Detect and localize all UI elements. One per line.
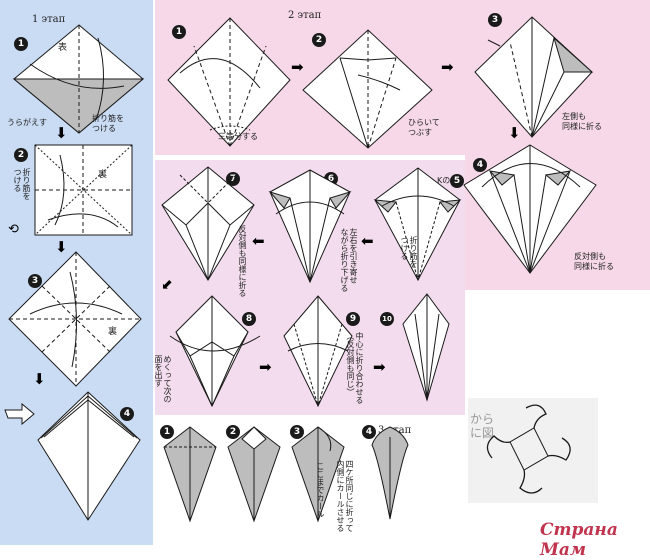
stage3-step1-diagram xyxy=(163,426,217,523)
stage1-back-label: 裏 xyxy=(98,170,108,180)
stage2-center-fold-label: 中心に折り合わせる （反対側も同じ） xyxy=(346,332,364,404)
stage2-step-number: 10 xyxy=(380,312,394,326)
stage2-step7-diagram xyxy=(161,166,255,281)
stage2-step6-diagram xyxy=(268,169,352,284)
arrow-down-icon: ⬇ xyxy=(55,125,68,142)
stage3-step4-diagram xyxy=(371,426,409,520)
stage2-left-same-label: 左側も 同様に折る xyxy=(562,112,602,131)
stage2-step5-diagram xyxy=(373,167,462,282)
stage3-step-number: 1 xyxy=(160,425,174,439)
stage1-step2-diagram xyxy=(34,144,133,236)
preview-caption: から に図 xyxy=(470,412,495,440)
stage2-open-squash-label: ひらいて つぶす xyxy=(408,118,440,137)
stage3-step-number: 2 xyxy=(226,425,240,439)
stage3-step-number: 3 xyxy=(290,425,304,439)
stage1-back-label-2: 裏 xyxy=(108,327,118,337)
stage2-step-number: 1 xyxy=(172,25,186,39)
stage2-step-number: 8 xyxy=(242,312,256,326)
arrow-right-icon: ➡ xyxy=(373,359,386,376)
stage2-step-number: 7 xyxy=(226,172,240,186)
stage2-step-number: 4 xyxy=(473,158,487,172)
rotate-icon: ⟲ xyxy=(8,221,19,236)
stage2-opposite-fold-label: 反対側も同様に折る xyxy=(238,225,247,297)
stage1-title: 1 этап xyxy=(32,14,66,25)
stage2-step10-diagram xyxy=(402,293,450,402)
stage3-curl-inside-label: 四ケ所同じに折って 内側にカールさせる xyxy=(336,460,354,532)
stage2-step-number: 5 xyxy=(450,174,464,188)
stage2-step-number: 9 xyxy=(346,312,360,326)
stage2-step9-diagram xyxy=(283,295,353,408)
stage1-step-number: 4 xyxy=(120,407,134,421)
arrow-down-icon: ⬇ xyxy=(33,371,46,388)
arrow-right-icon: ➡ xyxy=(259,359,272,376)
stage2-opposite-same-label: 反対側も 同様に折る xyxy=(574,252,614,271)
arrow-left-icon: ⬅ xyxy=(252,233,265,250)
arrow-down-icon: ⬇ xyxy=(508,125,521,142)
stage1-step-number: 2 xyxy=(14,148,28,162)
stage2-crease-fold-label: 折り筋を つける xyxy=(400,236,418,268)
site-watermark: Страна Мам xyxy=(540,520,618,560)
stage2-flip-layer-label: めくって次の 面を出す xyxy=(154,355,172,403)
stage2-ko-label: Kの xyxy=(437,176,451,185)
stage1-step-number: 1 xyxy=(14,37,28,51)
stage2-step1-diagram xyxy=(167,17,291,147)
stage2-fold-down-label: 左右を引き寄せ ながら折り下げる xyxy=(340,228,358,292)
stage3-curl-here-label: ここまでカール xyxy=(316,462,325,518)
stage2-step2-diagram xyxy=(302,29,433,149)
preview-panel xyxy=(468,398,598,503)
stage2-step4-diagram xyxy=(463,144,597,274)
stage2-step-number: 2 xyxy=(312,33,326,47)
arrow-down-left-icon: ⬋ xyxy=(161,276,173,292)
stage3-step-number: 4 xyxy=(362,425,376,439)
stage2-step8-diagram xyxy=(169,295,261,408)
stage1-step-number: 3 xyxy=(28,274,42,288)
arrow-right-icon: ➡ xyxy=(291,59,304,76)
arrow-right-icon: ➡ xyxy=(441,59,454,76)
stage1-step3-diagram xyxy=(8,251,142,387)
stage1-step1-diagram xyxy=(12,24,145,134)
arrow-down-icon: ⬇ xyxy=(55,239,68,256)
stage1-turn-over-label: うらがえす xyxy=(7,118,47,127)
stage2-title: 2 этап xyxy=(288,10,322,21)
stage3-step3-diagram xyxy=(291,426,345,523)
stage1-step4-diagram xyxy=(4,391,141,521)
stage1-crease-label: 折り筋を つける xyxy=(92,114,124,133)
arrow-left-icon: ⬅ xyxy=(361,233,374,250)
stage2-trisect-label: 三等分する xyxy=(218,132,258,141)
flower-preview-diagram xyxy=(486,404,571,494)
stage1-crease-label-2: 折り筋を つける xyxy=(13,168,31,200)
stage2-step-number: 3 xyxy=(488,13,502,27)
stage3-step2-diagram xyxy=(227,426,281,523)
stage1-front-label: 表 xyxy=(58,43,68,53)
stage2-step3-diagram xyxy=(474,16,594,138)
